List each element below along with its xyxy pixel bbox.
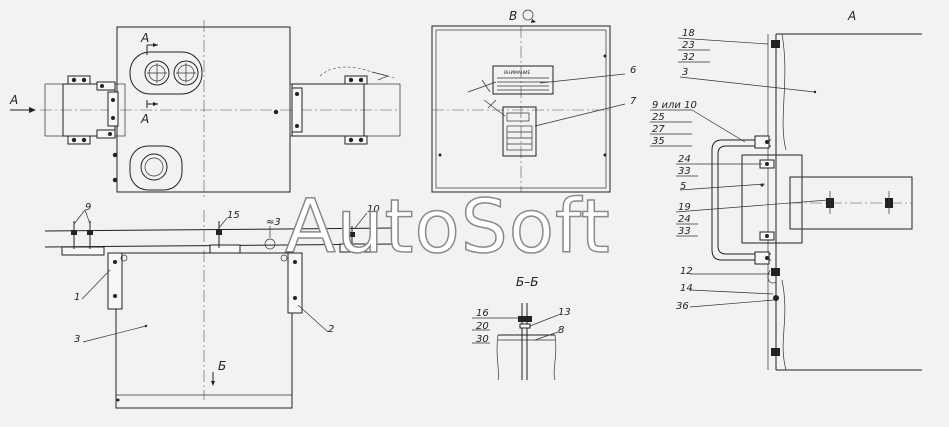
callout-7: 7 [630,96,637,107]
section-bb: Б–Б 16 20 30 13 8 [472,275,571,381]
callout-13: 13 [558,307,571,318]
callout-9-or-10: 9 или 10 [652,100,697,111]
callout-1: 1 [74,292,80,303]
callout-6: 6 [630,65,636,76]
section-bb-label: Б–Б [516,275,538,289]
callout-5: 5 [680,181,686,192]
callout-10: 10 [367,204,380,215]
callout-18: 18 [682,28,695,39]
view-a-clamp [711,139,771,261]
callout-33b: 33 [678,226,691,237]
filler-neck-pair [129,51,203,95]
callout-9: 9 [85,202,91,213]
callout-24b: 24 [678,214,691,225]
callout-23: 23 [682,40,695,51]
section-a-top-label: А [140,31,149,45]
tank-body [115,252,293,409]
section-a-bottom-label: А [140,112,149,126]
view-v: В ВНИМАНИЕ 6 7 [431,9,637,193]
view-v-label: В [509,9,517,23]
callout-2: 2 [328,324,334,335]
dim-label: ≈3 [266,217,281,228]
callout-19: 19 [678,202,691,213]
callout-14: 14 [680,283,693,294]
view-a-title: А [847,9,856,23]
plan-view: А А А [9,20,401,200]
callout-24a: 24 [678,154,691,165]
callout-33a: 33 [678,166,691,177]
plan-box [116,26,291,193]
view-a-arrow-label: А [9,93,18,107]
view-a-plate [741,154,803,244]
side-view: ≈3 Б 9 15 10 1 2 3 [44,202,396,409]
callout-16: 16 [476,308,489,319]
hanger-left [107,252,123,310]
hanger-right [287,252,303,314]
warning-plate-title: ВНИМАНИЕ [504,70,531,76]
callout-36: 36 [676,301,689,312]
section-b-mark: Б [218,359,226,373]
callout-8: 8 [558,325,564,336]
callout-25: 25 [652,112,665,123]
filler-neck-single [129,145,183,191]
callout-3-view: 3 [682,67,688,78]
view-a: А 18 23 32 [650,9,922,371]
callout-15: 15 [227,210,240,221]
callout-30: 30 [476,334,489,345]
info-plate [502,106,537,157]
callout-20: 20 [476,321,489,332]
callout-3-main: 3 [74,334,80,345]
callout-32: 32 [682,52,695,63]
warning-plate [492,65,554,95]
callout-27: 27 [652,124,665,135]
callout-35: 35 [652,136,665,147]
callout-12: 12 [680,266,693,277]
watermark: AutoSoft [285,184,611,270]
